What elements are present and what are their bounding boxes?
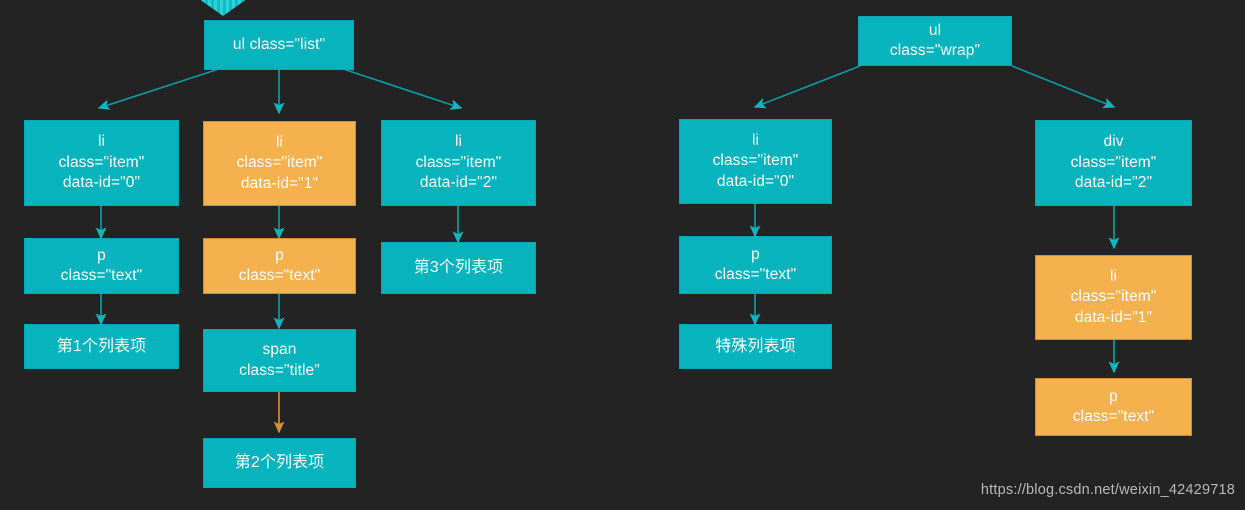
node-li-wrap-0-line-1: class="item" [712, 152, 799, 170]
node-p-text-a-line-1: class="text" [60, 267, 143, 284]
node-li-item-0[interactable]: li class="item" data-id="0" [24, 120, 179, 206]
node-li-item-0-line-0: li [97, 133, 106, 151]
node-li-wrap-0-line-2: data-id="0" [716, 172, 795, 190]
watermark: https://blog.csdn.net/weixin_42429718 [980, 482, 1235, 498]
node-p-text-d-line-0: p [1109, 387, 1118, 405]
node-text-special-line-0: 特殊列表项 [715, 337, 796, 355]
node-ul-list-line-0: ul class="list" [232, 35, 326, 53]
node-span-title-line-0: span [262, 341, 297, 359]
edge-ul-list-to-li-2 [339, 67, 463, 110]
node-li-item-2-line-1: class="item" [415, 153, 502, 171]
node-li-wrap-1-line-2: data-id="1" [1074, 308, 1153, 326]
node-p-text-d-line-1: class="text" [1072, 408, 1155, 425]
node-text-item-2-line-0: 第2个列表项 [234, 454, 325, 472]
node-li-item-1[interactable]: li class="item" data-id="1" [203, 121, 356, 206]
node-ul-list[interactable]: ul class="list" [204, 20, 354, 70]
edge-ul-list-to-li-0 [97, 67, 223, 110]
node-span-title-line-1: class="title" [239, 361, 320, 379]
node-div-item-2[interactable]: div class="item" data-id="2" [1035, 120, 1192, 206]
node-ul-wrap[interactable]: ul class="wrap" [858, 16, 1012, 66]
node-li-wrap-1-line-1: class="item" [1070, 288, 1157, 306]
edge-ul-wrap-to-div [1011, 65, 1116, 109]
node-p-text-c[interactable]: p class="text" [679, 236, 832, 294]
node-p-text-b-line-1: class="text" [238, 267, 321, 284]
node-li-item-0-line-2: data-id="0" [62, 174, 141, 192]
node-li-item-2-line-2: data-id="2" [419, 174, 498, 192]
node-div-item-2-line-0: div [1103, 133, 1124, 151]
node-p-text-a-line-0: p [97, 246, 106, 264]
node-li-wrap-0-line-0: li [751, 131, 760, 149]
node-text-item-2[interactable]: 第2个列表项 [203, 438, 356, 488]
node-li-item-1-line-2: data-id="1" [240, 174, 319, 192]
node-li-item-0-line-1: class="item" [58, 153, 145, 171]
node-li-item-2[interactable]: li class="item" data-id="2" [381, 120, 536, 206]
incoming-arrow-stub-icon [181, 0, 265, 16]
node-ul-wrap-line-0: ul [928, 21, 942, 39]
node-li-item-1-line-0: li [275, 133, 284, 151]
node-text-item-3-line-0: 第3个列表项 [413, 259, 504, 277]
node-span-title[interactable]: span class="title" [203, 329, 356, 392]
node-ul-wrap-line-1: class="wrap" [889, 42, 981, 59]
node-text-item-1[interactable]: 第1个列表项 [24, 324, 179, 369]
node-p-text-c-line-1: class="text" [714, 266, 797, 283]
node-p-text-b-line-0: p [275, 246, 284, 264]
edge-ul-wrap-to-li-0 [753, 65, 861, 109]
node-li-wrap-1-line-0: li [1109, 267, 1118, 285]
node-text-item-1-line-0: 第1个列表项 [56, 337, 147, 355]
node-li-wrap-1[interactable]: li class="item" data-id="1" [1035, 255, 1192, 340]
node-p-text-c-line-0: p [751, 245, 760, 263]
node-p-text-d[interactable]: p class="text" [1035, 378, 1192, 436]
node-text-special[interactable]: 特殊列表项 [679, 324, 832, 369]
node-li-item-2-line-0: li [454, 133, 463, 151]
node-li-wrap-0[interactable]: li class="item" data-id="0" [679, 119, 832, 204]
node-text-item-3[interactable]: 第3个列表项 [381, 242, 536, 294]
node-li-item-1-line-1: class="item" [236, 154, 323, 172]
node-p-text-a[interactable]: p class="text" [24, 238, 179, 294]
node-div-item-2-line-1: class="item" [1070, 153, 1157, 171]
node-p-text-b[interactable]: p class="text" [203, 238, 356, 294]
node-div-item-2-line-2: data-id="2" [1074, 174, 1153, 192]
